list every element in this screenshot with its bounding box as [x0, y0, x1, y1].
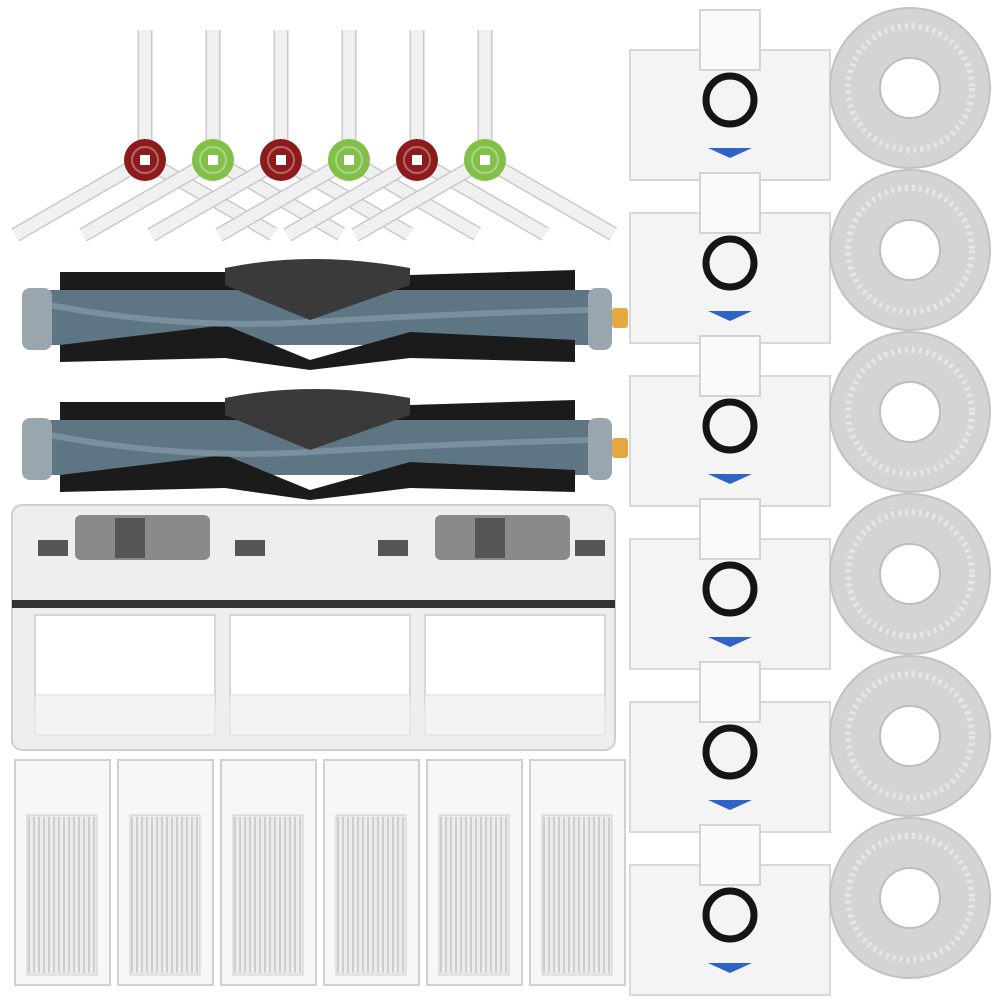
- dust-bag: [629, 498, 831, 670]
- mop-pad: [829, 331, 991, 493]
- hepa-filter: [426, 759, 523, 986]
- side-brush: [283, 30, 549, 242]
- mop-pad-group: [829, 7, 991, 979]
- main-roller-group: [22, 259, 628, 500]
- mop-pad: [829, 655, 991, 817]
- dust-bag: [629, 9, 831, 181]
- mop-pad: [829, 493, 991, 655]
- mop-pad: [829, 169, 991, 331]
- mop-pad: [829, 817, 991, 979]
- dust-bag: [629, 661, 831, 833]
- roller-brush-cover: [11, 504, 616, 751]
- main-roller: [22, 259, 628, 370]
- hepa-filter: [220, 759, 317, 986]
- hepa-filter: [14, 759, 111, 986]
- latch-right: [435, 515, 570, 560]
- brush-cover-frame: [11, 504, 616, 751]
- dust-bag: [629, 824, 831, 996]
- main-roller: [22, 389, 628, 500]
- side-brush-group: [11, 30, 617, 242]
- hepa-filter-group: [14, 759, 626, 986]
- latch-left: [75, 515, 210, 560]
- mop-pad: [829, 7, 991, 169]
- side-brush: [351, 30, 617, 242]
- dust-bag-group: [629, 9, 831, 996]
- hepa-filter: [323, 759, 420, 986]
- dust-bag: [629, 172, 831, 344]
- hepa-filter: [117, 759, 214, 986]
- dust-bag: [629, 335, 831, 507]
- hepa-filter: [529, 759, 626, 986]
